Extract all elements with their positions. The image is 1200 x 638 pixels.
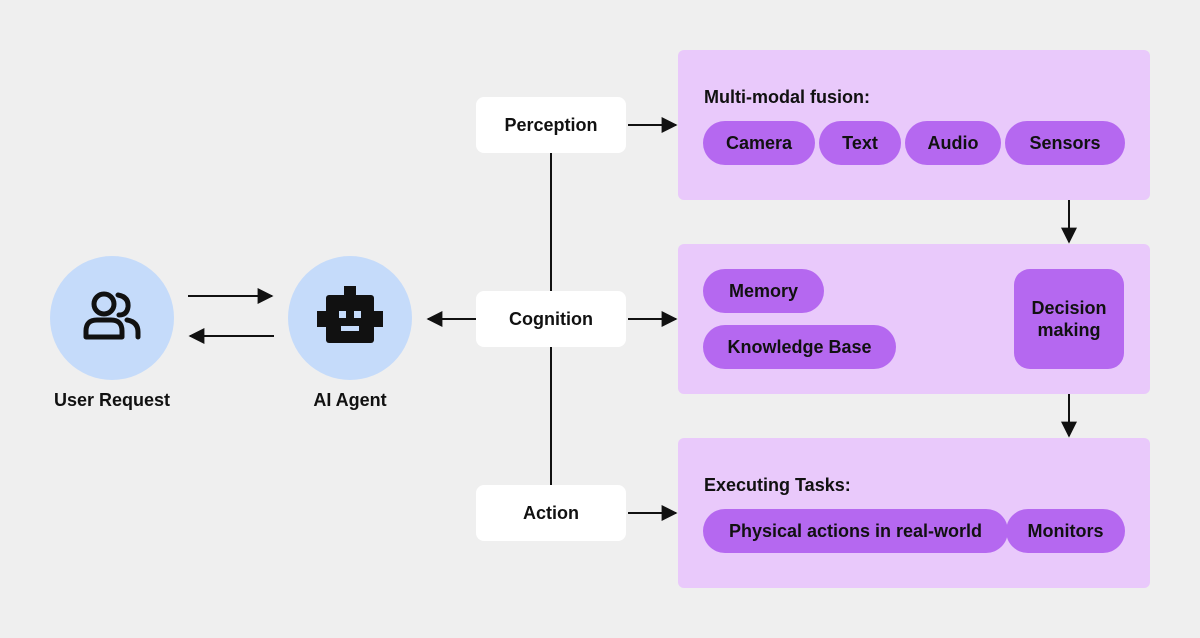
stage-perception: Perception bbox=[476, 97, 626, 153]
action-panel-title: Executing Tasks: bbox=[704, 475, 851, 495]
user-request-label: User Request bbox=[53, 390, 171, 410]
pill-audio: Audio bbox=[905, 121, 1001, 165]
perception-panel: Multi-modal fusion: Camera Text Audio Se… bbox=[678, 50, 1150, 200]
decision-making-box: Decision making bbox=[1014, 269, 1124, 369]
ai-agent-node bbox=[288, 256, 412, 380]
cognition-panel: Memory Knowledge Base Decision making bbox=[678, 244, 1150, 394]
robot-icon bbox=[317, 285, 383, 351]
pill-physical-actions: Physical actions in real-world bbox=[703, 509, 1008, 553]
stage-action: Action bbox=[476, 485, 626, 541]
user-request-node bbox=[50, 256, 174, 380]
pill-knowledge-base: Knowledge Base bbox=[703, 325, 896, 369]
ai-agent-label: AI Agent bbox=[313, 390, 387, 410]
pill-camera: Camera bbox=[703, 121, 815, 165]
perception-panel-title: Multi-modal fusion: bbox=[704, 87, 870, 107]
pill-text: Text bbox=[819, 121, 901, 165]
stage-cognition: Cognition bbox=[476, 291, 626, 347]
pill-memory: Memory bbox=[703, 269, 824, 313]
pill-sensors: Sensors bbox=[1005, 121, 1125, 165]
action-panel: Executing Tasks: Physical actions in rea… bbox=[678, 438, 1150, 588]
users-icon bbox=[80, 289, 144, 348]
pill-monitors: Monitors bbox=[1006, 509, 1125, 553]
